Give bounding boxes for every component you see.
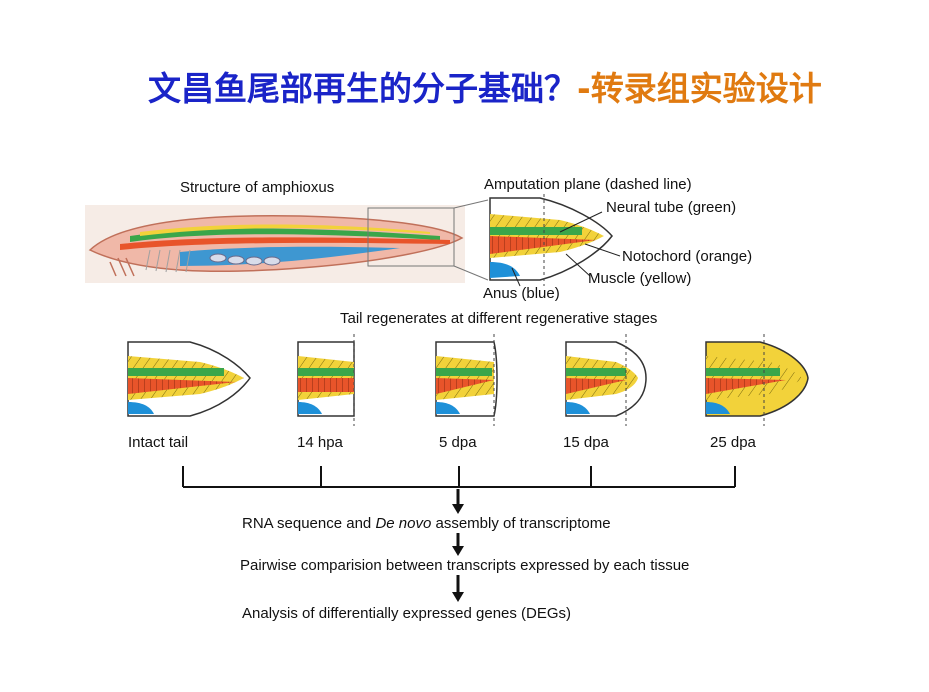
zoom-box xyxy=(367,207,455,267)
step1-text-italic: De novo xyxy=(375,515,432,532)
step1-text-b: assembly of transcriptome xyxy=(431,515,611,532)
stage-5-dpa xyxy=(435,334,498,426)
anus-label: Anus (blue) xyxy=(483,285,560,302)
muscle-label: Muscle (yellow) xyxy=(588,270,692,287)
stage-15-dpa xyxy=(565,334,647,426)
step-deg-analysis: Analysis of differentially expressed gen… xyxy=(242,605,572,622)
stage-bracket xyxy=(182,466,736,488)
title-dash: - xyxy=(577,69,591,108)
enlarged-tail xyxy=(489,194,621,287)
notochord-label: Notochord (orange) xyxy=(622,248,753,265)
title-question: 文昌鱼尾部再生的分子基础？ xyxy=(148,69,577,108)
step-pairwise-comparison: Pairwise comparision between transcripts… xyxy=(240,557,690,574)
stage-25-dpa xyxy=(705,334,809,426)
title-subject: 转录组实验设计 xyxy=(590,69,822,108)
neural-tube-label: Neural tube (green) xyxy=(606,199,737,216)
stage-label-25dpa: 25 dpa xyxy=(710,434,756,451)
slide-title: 文昌鱼尾部再生的分子基础？-转录组实验设计 xyxy=(148,66,838,111)
structure-label: Structure of amphioxus xyxy=(180,179,335,196)
amputation-plane-label: Amputation plane (dashed line) xyxy=(484,176,692,193)
stage-14-hpa xyxy=(297,334,355,426)
amphioxus-body xyxy=(85,205,465,283)
flow-arrows xyxy=(452,489,464,602)
stage-label-14hpa: 14 hpa xyxy=(297,434,343,451)
stages-header: Tail regenerates at different regenerati… xyxy=(340,310,658,327)
stage-label-intact: Intact tail xyxy=(128,434,189,451)
stage-label-5dpa: 5 dpa xyxy=(439,434,477,451)
stage-label-15dpa: 15 dpa xyxy=(563,434,609,451)
step-rna-seq: RNA sequence and De novo assembly of tra… xyxy=(242,515,611,532)
stage-intact-tail xyxy=(127,341,251,417)
step1-text-a: RNA sequence and xyxy=(242,515,376,532)
